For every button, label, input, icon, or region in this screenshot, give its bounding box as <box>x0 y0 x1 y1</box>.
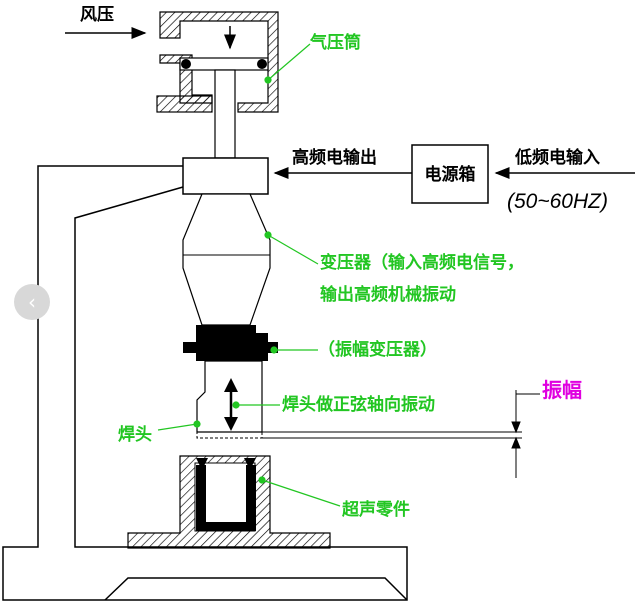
pneumatic-cylinder <box>156 11 279 159</box>
fixture <box>127 455 331 549</box>
transformer-label-line1: 变压器（输入高频电信号， <box>320 252 524 273</box>
seal-left <box>181 59 191 69</box>
amplitude-transformer <box>183 325 278 361</box>
wind-pressure-label: 风压 <box>80 5 114 25</box>
cylinder-label: 气压筒 <box>309 32 361 53</box>
leader-lines <box>157 43 341 507</box>
ultrasonic-part-shape <box>196 465 256 531</box>
amplitude-label: 振幅 <box>542 378 582 402</box>
seal-right <box>257 59 267 69</box>
amplitude-transformer-label: （振幅变压器） <box>318 339 437 360</box>
machine-frame <box>2 165 408 601</box>
piston-rod <box>214 69 236 159</box>
prev-image-button[interactable]: ‹ <box>14 284 50 320</box>
power-box <box>411 144 489 204</box>
vibration-down-arrow <box>224 417 238 431</box>
transformer-body <box>182 193 271 326</box>
vibration-up-arrow <box>224 378 238 392</box>
hf-output-label: 高频电输出 <box>292 147 377 168</box>
transducer-block <box>182 157 269 195</box>
chevron-left-icon: ‹ <box>28 290 36 314</box>
transformer-label-line2: 输出高频机械振动 <box>320 284 456 305</box>
weld-head-label: 焊头 <box>118 425 152 445</box>
weld-head-tip <box>196 431 263 439</box>
ultrasonic-part-label: 超声零件 <box>342 499 410 520</box>
lf-input-label: 低频电输入 <box>514 147 600 168</box>
power-box-label: 电源箱 <box>425 164 476 185</box>
weld-head-motion-label: 焊头做正弦轴向振动 <box>282 394 435 415</box>
freq-range-label: (50~60HZ) <box>507 190 608 213</box>
amplitude-dimension <box>262 390 540 478</box>
